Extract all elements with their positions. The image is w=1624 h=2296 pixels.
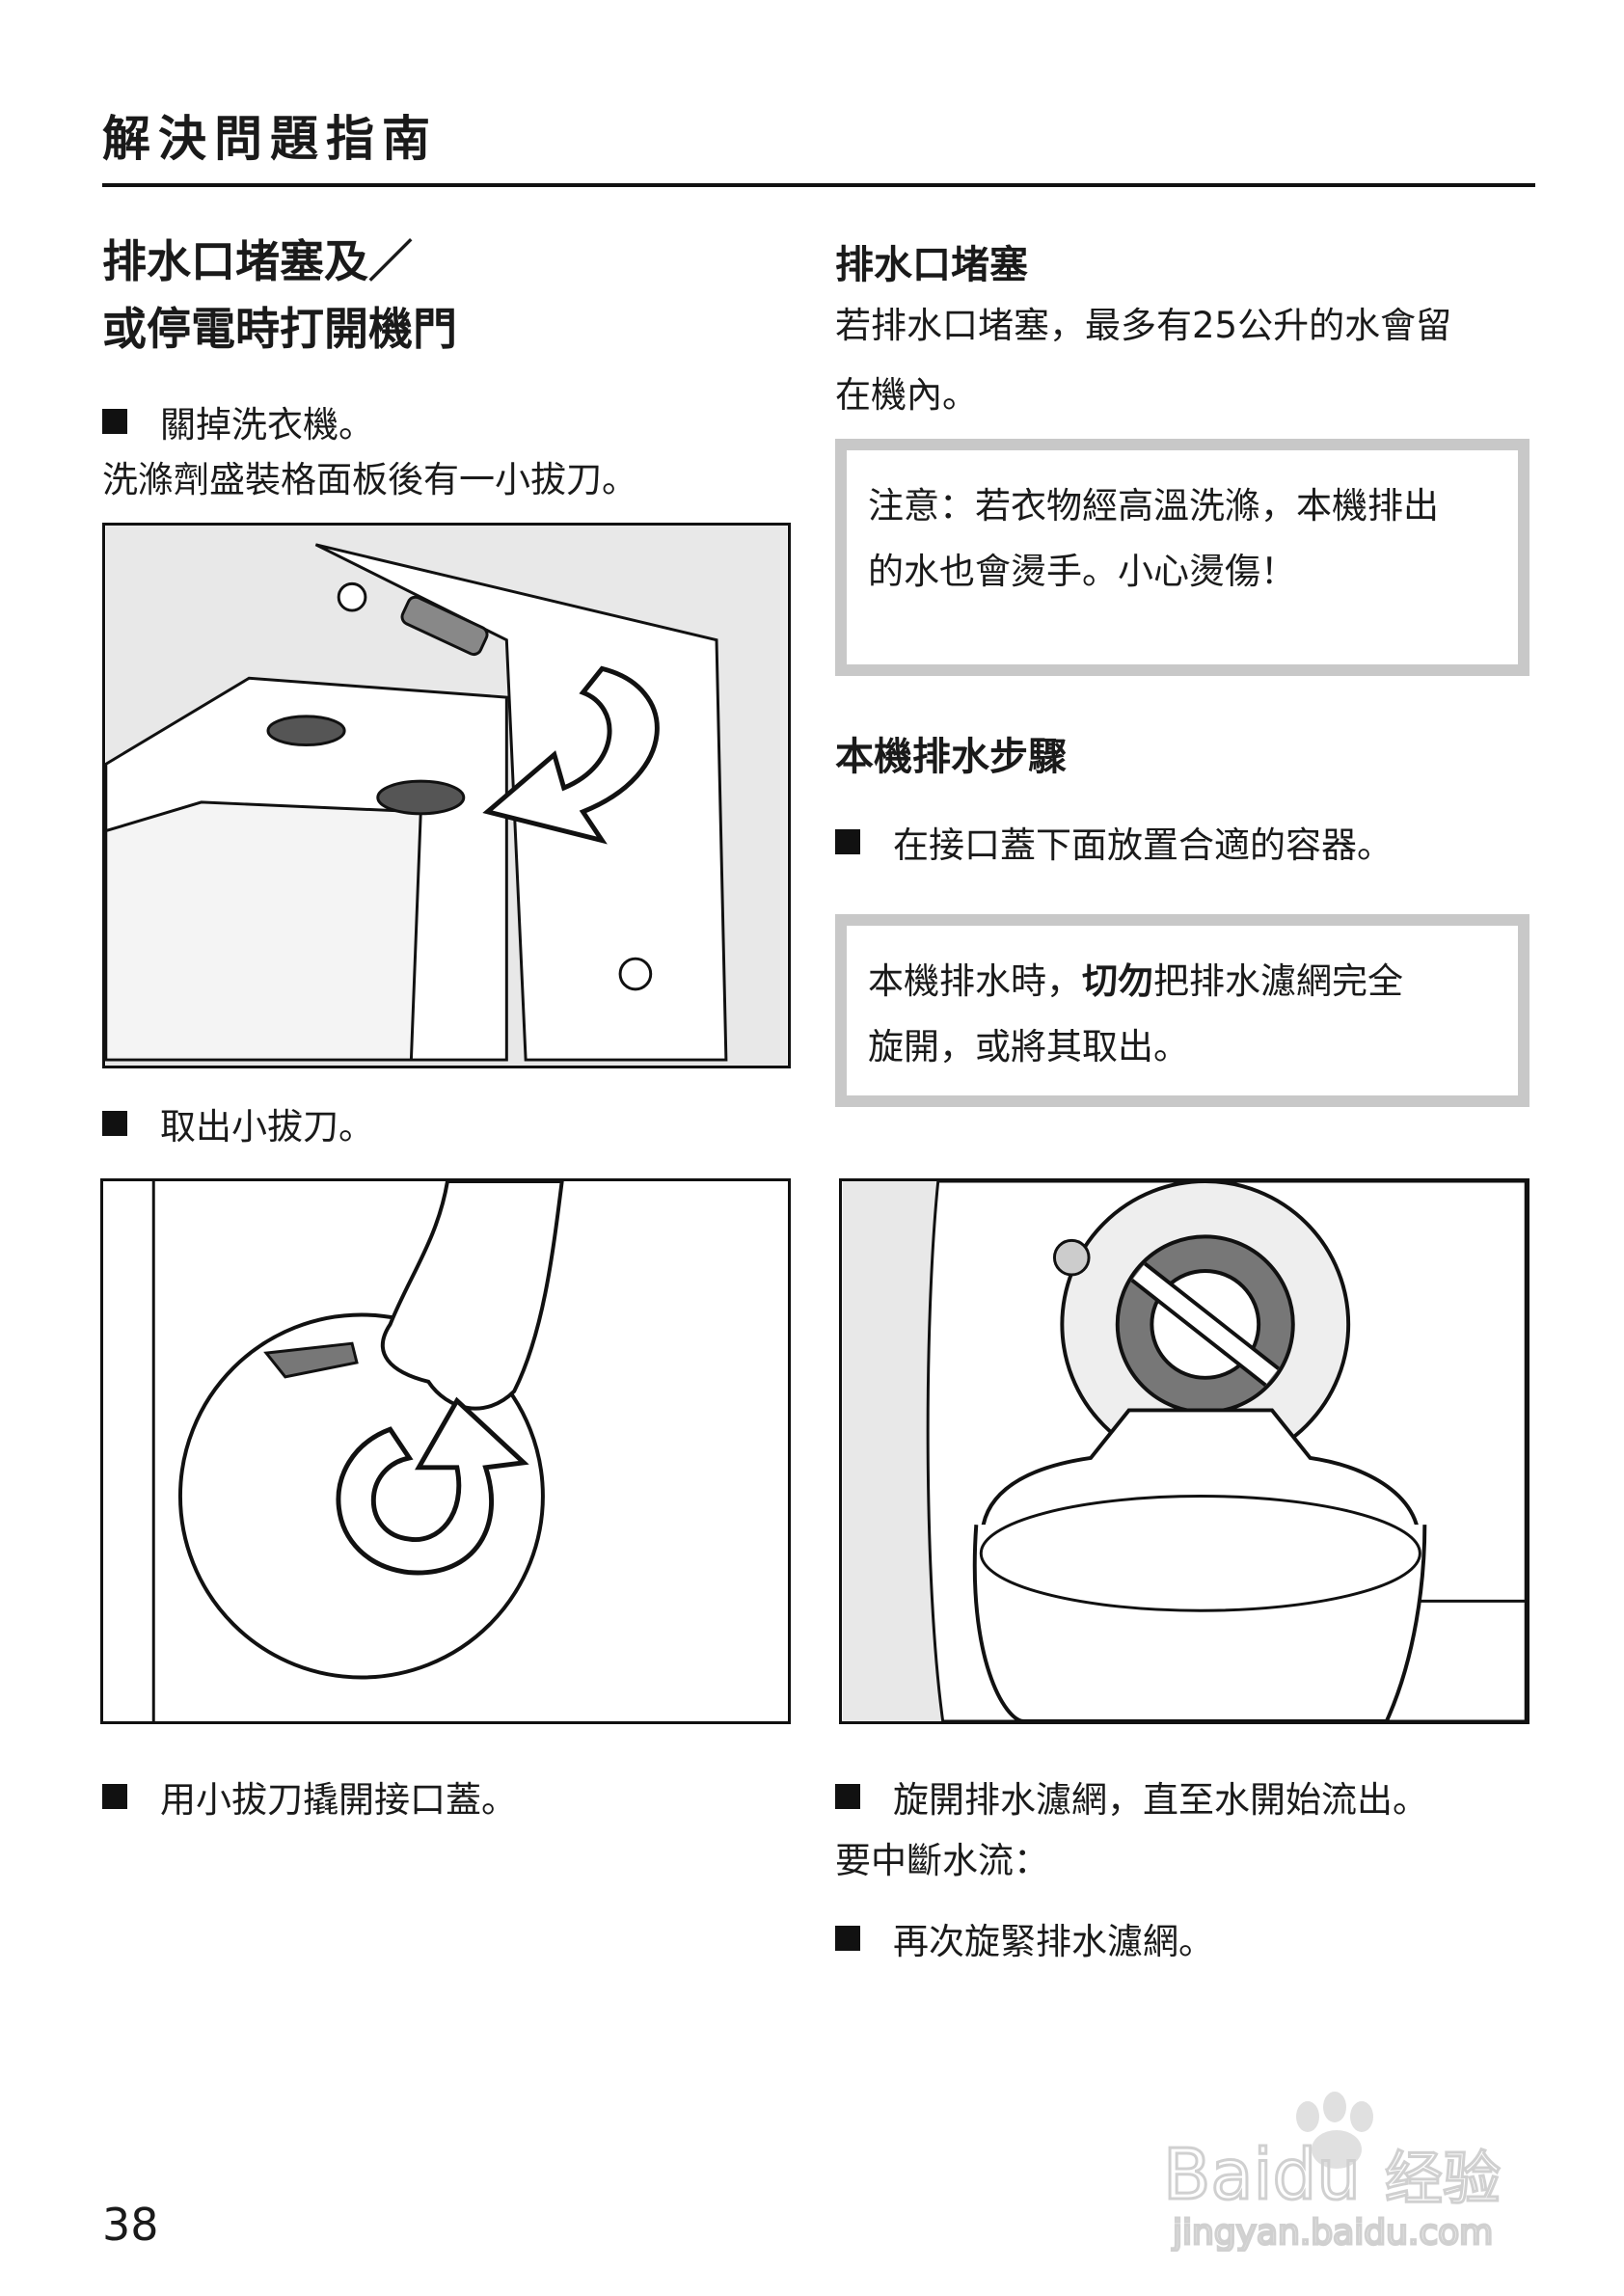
baidu-paw-logo: Baidu 经验 jingyan.baidu.com <box>1162 2092 1502 2255</box>
section-heading-drain-blocked: 排水口堵塞 <box>835 243 1028 287</box>
step-text: 用小拔刀撬開接口蓋。 <box>160 1779 517 1821</box>
step-remove-tool: 取出小拔刀。 <box>102 1097 374 1149</box>
bullet-icon <box>835 1926 860 1951</box>
drain-filter-illustration <box>842 1181 1527 1721</box>
step-switch-off: 關掉洗衣機。 <box>102 395 374 447</box>
step-pry-cover: 用小拔刀撬開接口蓋。 <box>102 1770 517 1823</box>
caution-box: 注意：若衣物經高溫洗滌，本機排出 的水也會燙手。小心燙傷！ <box>835 439 1529 676</box>
watermark-brand: Baidu <box>1163 2134 1361 2215</box>
bullet-icon <box>102 1111 127 1136</box>
step-retighten-filter: 再次旋緊排水濾網。 <box>835 1912 1214 1964</box>
open-cover-illustration <box>103 1181 788 1721</box>
header-divider <box>102 183 1535 187</box>
bullet-icon <box>835 829 860 854</box>
bullet-icon <box>102 1784 127 1809</box>
drain-blocked-paragraph: 若排水口堵塞，最多有25公升的水會留 在機內。 <box>835 291 1451 430</box>
section-heading-drain-steps: 本機排水步驟 <box>835 735 1067 779</box>
watermark-url: jingyan.baidu.com <box>1172 2213 1493 2252</box>
step-text: 取出小拔刀。 <box>160 1106 374 1148</box>
warning-line-1: 本機排水時，切勿把排水濾網完全 <box>868 949 1497 1014</box>
heading-line-2: 或停電時打開機門 <box>102 303 457 355</box>
figure-drain-filter <box>839 1178 1529 1724</box>
step-text: 旋開排水濾網，直至水開始流出。 <box>893 1779 1428 1821</box>
watermark-label: 经验 <box>1385 2146 1501 2213</box>
instruction-text: 洗滌劑盛裝格面板後有一小拔刀。 <box>102 459 637 500</box>
step-text: 再次旋緊排水濾網。 <box>893 1921 1214 1962</box>
detergent-drawer-illustration <box>105 526 788 1066</box>
warning-text: 本機排水時， <box>868 960 1082 1002</box>
caution-line-2: 的水也會燙手。小心燙傷！ <box>868 551 1296 592</box>
bullet-icon <box>102 409 127 434</box>
figure-open-cover <box>100 1178 791 1724</box>
paragraph-line-1: 若排水口堵塞，最多有25公升的水會留 <box>835 305 1452 346</box>
section-heading-left: 排水口堵塞及／ 或停電時打開機門 <box>102 228 457 363</box>
baidu-watermark: Baidu 经验 jingyan.baidu.com <box>1153 2078 1539 2255</box>
step-place-container: 在接口蓋下面放置合適的容器。 <box>835 816 1393 868</box>
step-open-filter: 旋開排水濾網，直至水開始流出。 <box>835 1770 1428 1823</box>
heading-line-1: 排水口堵塞及／ <box>102 235 413 287</box>
warning-emphasis: 切勿 <box>1082 960 1153 1002</box>
warning-line-2: 旋開，或將其取出。 <box>868 1026 1189 1067</box>
step-text: 關掉洗衣機。 <box>160 404 374 446</box>
page-title: 解決問題指南 <box>102 111 438 167</box>
bullet-icon <box>835 1784 860 1809</box>
figure-detergent-drawer <box>102 523 791 1068</box>
warning-box: 本機排水時，切勿把排水濾網完全 旋開，或將其取出。 <box>835 914 1529 1107</box>
paragraph-line-2: 在機內。 <box>835 374 978 416</box>
warning-text: 把排水濾網完全 <box>1153 960 1403 1002</box>
caution-line-1: 注意：若衣物經高溫洗滌，本機排出 <box>868 485 1439 527</box>
interrupt-label: 要中斷水流： <box>835 1840 1049 1881</box>
page-number: 38 <box>102 2199 159 2251</box>
step-text: 在接口蓋下面放置合適的容器。 <box>893 824 1393 866</box>
